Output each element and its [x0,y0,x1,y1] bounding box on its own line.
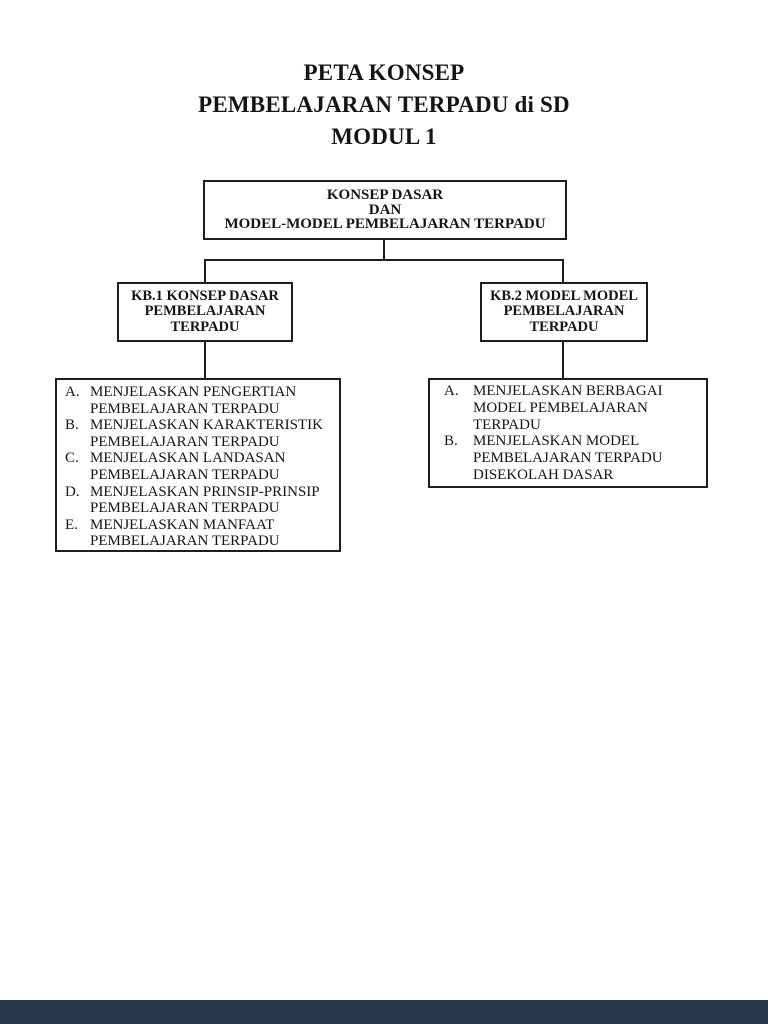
list-item-marker: A. [65,384,80,400]
connector-kb2-drop [562,259,564,283]
list-item-marker: E. [65,516,78,533]
list-item-marker: B. [65,417,79,434]
connector-horizontal-rail [204,259,564,261]
viewer-page-gap-bar [0,1000,768,1024]
connector-kb1-details-stem [204,342,206,378]
connector-kb1-drop [204,259,206,283]
list-item-marker: B. [444,433,458,450]
connector-root-stem [383,240,385,261]
connector-kb2-details-stem [562,342,564,378]
list-item-marker: A. [444,383,459,399]
list-item-marker: D. [65,483,80,500]
list-item-marker: C. [65,450,79,467]
